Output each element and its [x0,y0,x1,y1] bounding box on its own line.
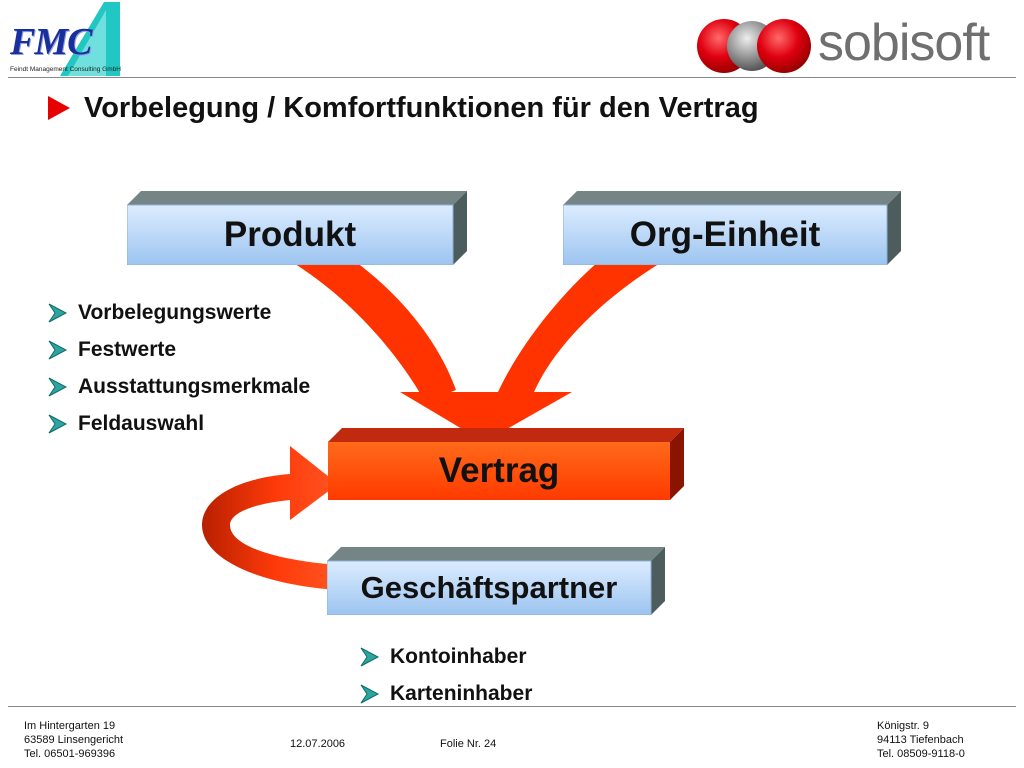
footer-address-line: Königstr. 9 [877,720,929,732]
bullet-text: Festwerte [78,337,177,361]
box-vertrag: Vertrag [328,428,684,500]
box-vertrag-label: Vertrag [438,451,560,490]
footer-slide-number: Folie Nr. 24 [440,738,497,750]
box-org-einheit: Org-Einheit [563,191,901,265]
footer-address-line: Tel. 06501-969396 [24,748,116,760]
bullet-text: Karteninhaber [390,681,533,705]
arrowhead-bullet-icon [48,303,68,322]
list-item: Ausstattungsmerkmale [46,368,310,405]
box-geschaeftspartner-label: Geschäftspartner [360,570,618,605]
fmc-logo [60,2,120,76]
footer-address-line: Im Hintergarten 19 [24,720,116,732]
slide-title: Vorbelegung / Komfortfunktionen für den … [48,88,759,128]
arrowhead-bullet-icon [360,647,380,666]
box-org-einheit-label: Org-Einheit [629,215,821,254]
list-item: Festwerte [46,331,310,368]
list-item: Vorbelegungswerte [46,294,310,331]
footer-address-line: 63589 Linsengericht [24,734,124,746]
footer-address-left: Im Hintergarten 19 63589 Linsengericht T… [24,719,123,761]
bullet-text: Vorbelegungswerte [78,300,272,324]
sobisoft-circle-red-2 [757,19,811,73]
footer-address-right: Königstr. 9 94113 Tiefenbach Tel. 08509-… [877,719,965,761]
arrow-arm-produkt [292,262,456,402]
bullet-text: Ausstattungsmerkmale [78,374,311,398]
box-geschaeftspartner: Geschäftspartner [327,547,665,615]
arrowhead-bullet-icon [48,414,68,433]
footer-address-line: 94113 Tiefenbach [877,734,964,746]
bullet-list-geschaeftspartner: Kontoinhaber Karteninhaber [358,638,532,712]
bullet-text: Kontoinhaber [390,644,527,668]
footer-address-line: Tel. 08509-9118-0 [877,748,965,760]
fmc-logo-triangle-light [68,10,106,76]
arrowhead-bullet-icon [48,377,68,396]
arrow-arm-org-einheit [498,262,662,402]
arrow-head-vertrag [400,392,572,442]
slide-title-text: Vorbelegung / Komfortfunktionen für den … [84,91,759,124]
list-item: Karteninhaber [358,675,532,712]
sobisoft-logo [697,19,811,73]
list-item: Feldauswahl [46,405,310,442]
fmc-logo-subtitle: Feindt Management Consulting GmbH [10,66,121,73]
sobisoft-logo-text: sobisoft [818,14,990,72]
footer-divider [8,706,1016,707]
fmc-logo-text: FMC [10,21,92,63]
arrowhead-bullet-icon [360,684,380,703]
box-produkt: Produkt [127,191,467,265]
title-triangle-icon [48,96,70,120]
header-divider [8,77,1016,78]
bullet-list-vorbelegung: Vorbelegungswerte Festwerte Ausstattungs… [46,294,310,442]
bullet-text: Feldauswahl [78,411,205,435]
footer-date: 12.07.2006 [290,738,346,750]
box-produkt-label: Produkt [223,215,357,254]
arrowhead-bullet-icon [48,340,68,359]
list-item: Kontoinhaber [358,638,532,675]
arrow-loop-geschaeftspartner [202,446,338,590]
